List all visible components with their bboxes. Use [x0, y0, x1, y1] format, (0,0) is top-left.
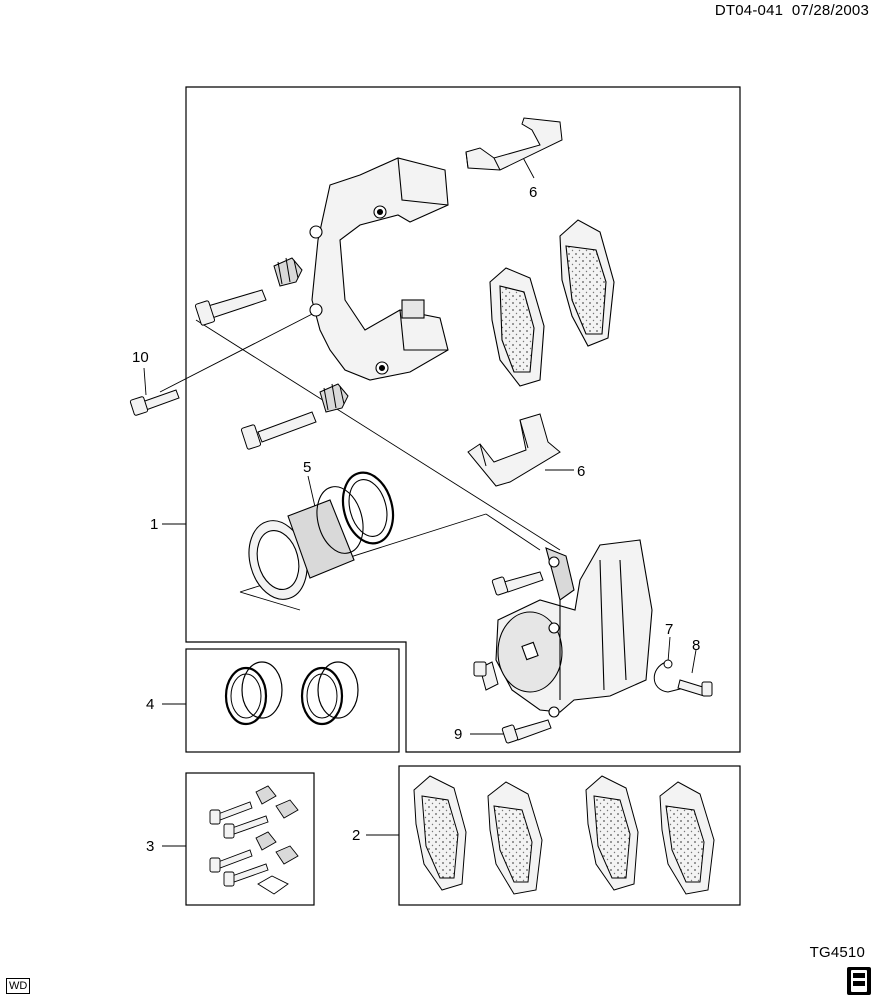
caliper-bracket	[309, 157, 449, 381]
callout-7: 7	[665, 621, 673, 638]
pad-clip-upper	[465, 117, 563, 171]
guide-pin-upper	[194, 257, 303, 326]
guide-pin-kit	[209, 785, 299, 895]
caliper-bolt-upper	[491, 571, 544, 596]
pad-clip-lower	[467, 413, 561, 487]
wd-badge: WD	[6, 978, 31, 994]
caliper-assembly-frame	[185, 86, 741, 753]
callout-1: 1	[150, 516, 158, 533]
callout-4: 4	[146, 696, 154, 713]
document-id: DT04-041	[714, 2, 784, 19]
brake-pad-inner	[489, 267, 545, 387]
figure-id: TG4510	[809, 944, 865, 961]
callout-6-upper: 6	[529, 184, 537, 201]
pad-kit-pads	[413, 775, 715, 895]
bleeder-valve-part-8	[677, 679, 713, 697]
leader-lines	[143, 151, 697, 847]
callout-8: 8	[692, 637, 700, 654]
callout-9: 9	[454, 726, 462, 743]
caliper-housing	[495, 539, 653, 718]
hose-bracket-part-7	[653, 659, 685, 693]
callout-3: 3	[146, 838, 154, 855]
piston-seal-kit-frame	[185, 648, 400, 753]
document-date: 07/28/2003	[791, 2, 869, 19]
caliper-piston	[248, 471, 395, 600]
bolt-part-9	[501, 719, 552, 744]
callout-2: 2	[352, 827, 360, 844]
callout-6-lower: 6	[577, 463, 585, 480]
bolt-part-10	[129, 389, 180, 416]
seal-kit-rings	[224, 661, 359, 726]
callout-5: 5	[303, 459, 311, 476]
guide-pin-lower	[240, 383, 349, 450]
brake-pad-outer	[559, 219, 615, 347]
gm-spo-icon	[847, 967, 871, 995]
pad-kit-frame	[398, 765, 741, 906]
guide-pin-kit-frame	[185, 772, 315, 906]
callout-labels: 1 2 3 4 5 6 6 7 8 9 10	[132, 184, 700, 855]
hose-bolt-left	[473, 661, 499, 691]
callout-10: 10	[132, 349, 149, 366]
document-header: DT04-041 07/28/2003	[715, 2, 869, 19]
